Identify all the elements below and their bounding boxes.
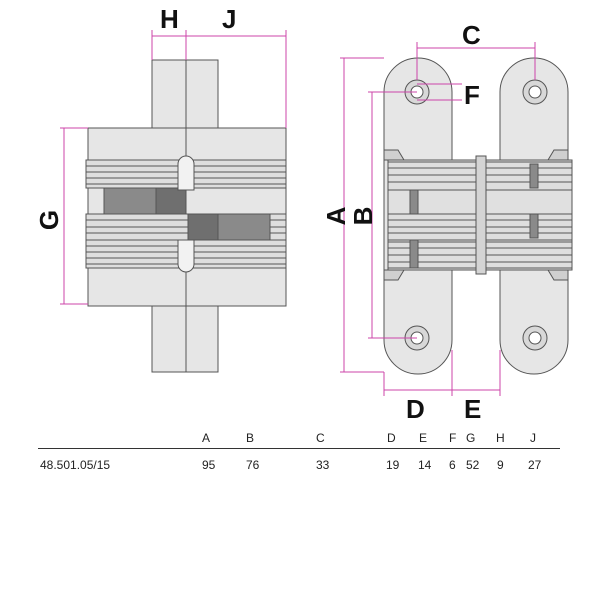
table-header-d: D: [387, 431, 396, 445]
dim-label-j: J: [222, 4, 236, 34]
table-header-b: B: [246, 431, 255, 445]
table-header-f: F: [449, 431, 457, 445]
table-cell-g: 52: [466, 458, 480, 472]
table-cell-a: 95: [202, 458, 216, 472]
hinge-side-view: [85, 59, 287, 373]
table-cell-h: 9: [497, 458, 504, 472]
dimension-table: A B C D E F G H J 48.501.05/15 95 76 33 …: [0, 428, 600, 488]
dim-label-a: A: [321, 206, 351, 225]
table-cell-j: 27: [528, 458, 542, 472]
dark-insert-right: [217, 213, 271, 241]
hinge-technical-drawing: H J C F D E G A B: [34, 4, 573, 424]
screw-hole-bottom-right: [522, 325, 548, 351]
table-header-g: G: [466, 431, 476, 445]
dim-label-d: D: [406, 394, 425, 424]
table-header-j: J: [530, 431, 536, 445]
screw-hole-top-right: [522, 79, 548, 105]
table-header-a: A: [202, 431, 211, 445]
dim-label-e: E: [464, 394, 481, 424]
lower-pin-slot: [177, 239, 195, 273]
table-header-e: E: [419, 431, 428, 445]
dim-label-c: C: [462, 20, 481, 50]
dim-label-b: B: [348, 207, 378, 226]
hinge-front-view: [383, 57, 573, 375]
table-header-c: C: [316, 431, 325, 445]
table-header-h: H: [496, 431, 505, 445]
upper-pin-slot: [177, 155, 195, 191]
table-divider: [38, 448, 560, 449]
dark-insert-center: [155, 187, 187, 215]
dark-insert-left: [103, 187, 157, 215]
table-cell-c: 33: [316, 458, 330, 472]
dim-label-g: G: [34, 210, 64, 230]
dimension-lines: [60, 30, 536, 396]
table-cell-e: 14: [418, 458, 432, 472]
table-cell-model: 48.501.05/15: [40, 458, 111, 472]
table-cell-d: 19: [386, 458, 400, 472]
dim-label-h: H: [160, 4, 179, 34]
table-cell-b: 76: [246, 458, 260, 472]
dim-label-f: F: [464, 80, 480, 110]
table-cell-f: 6: [449, 458, 456, 472]
